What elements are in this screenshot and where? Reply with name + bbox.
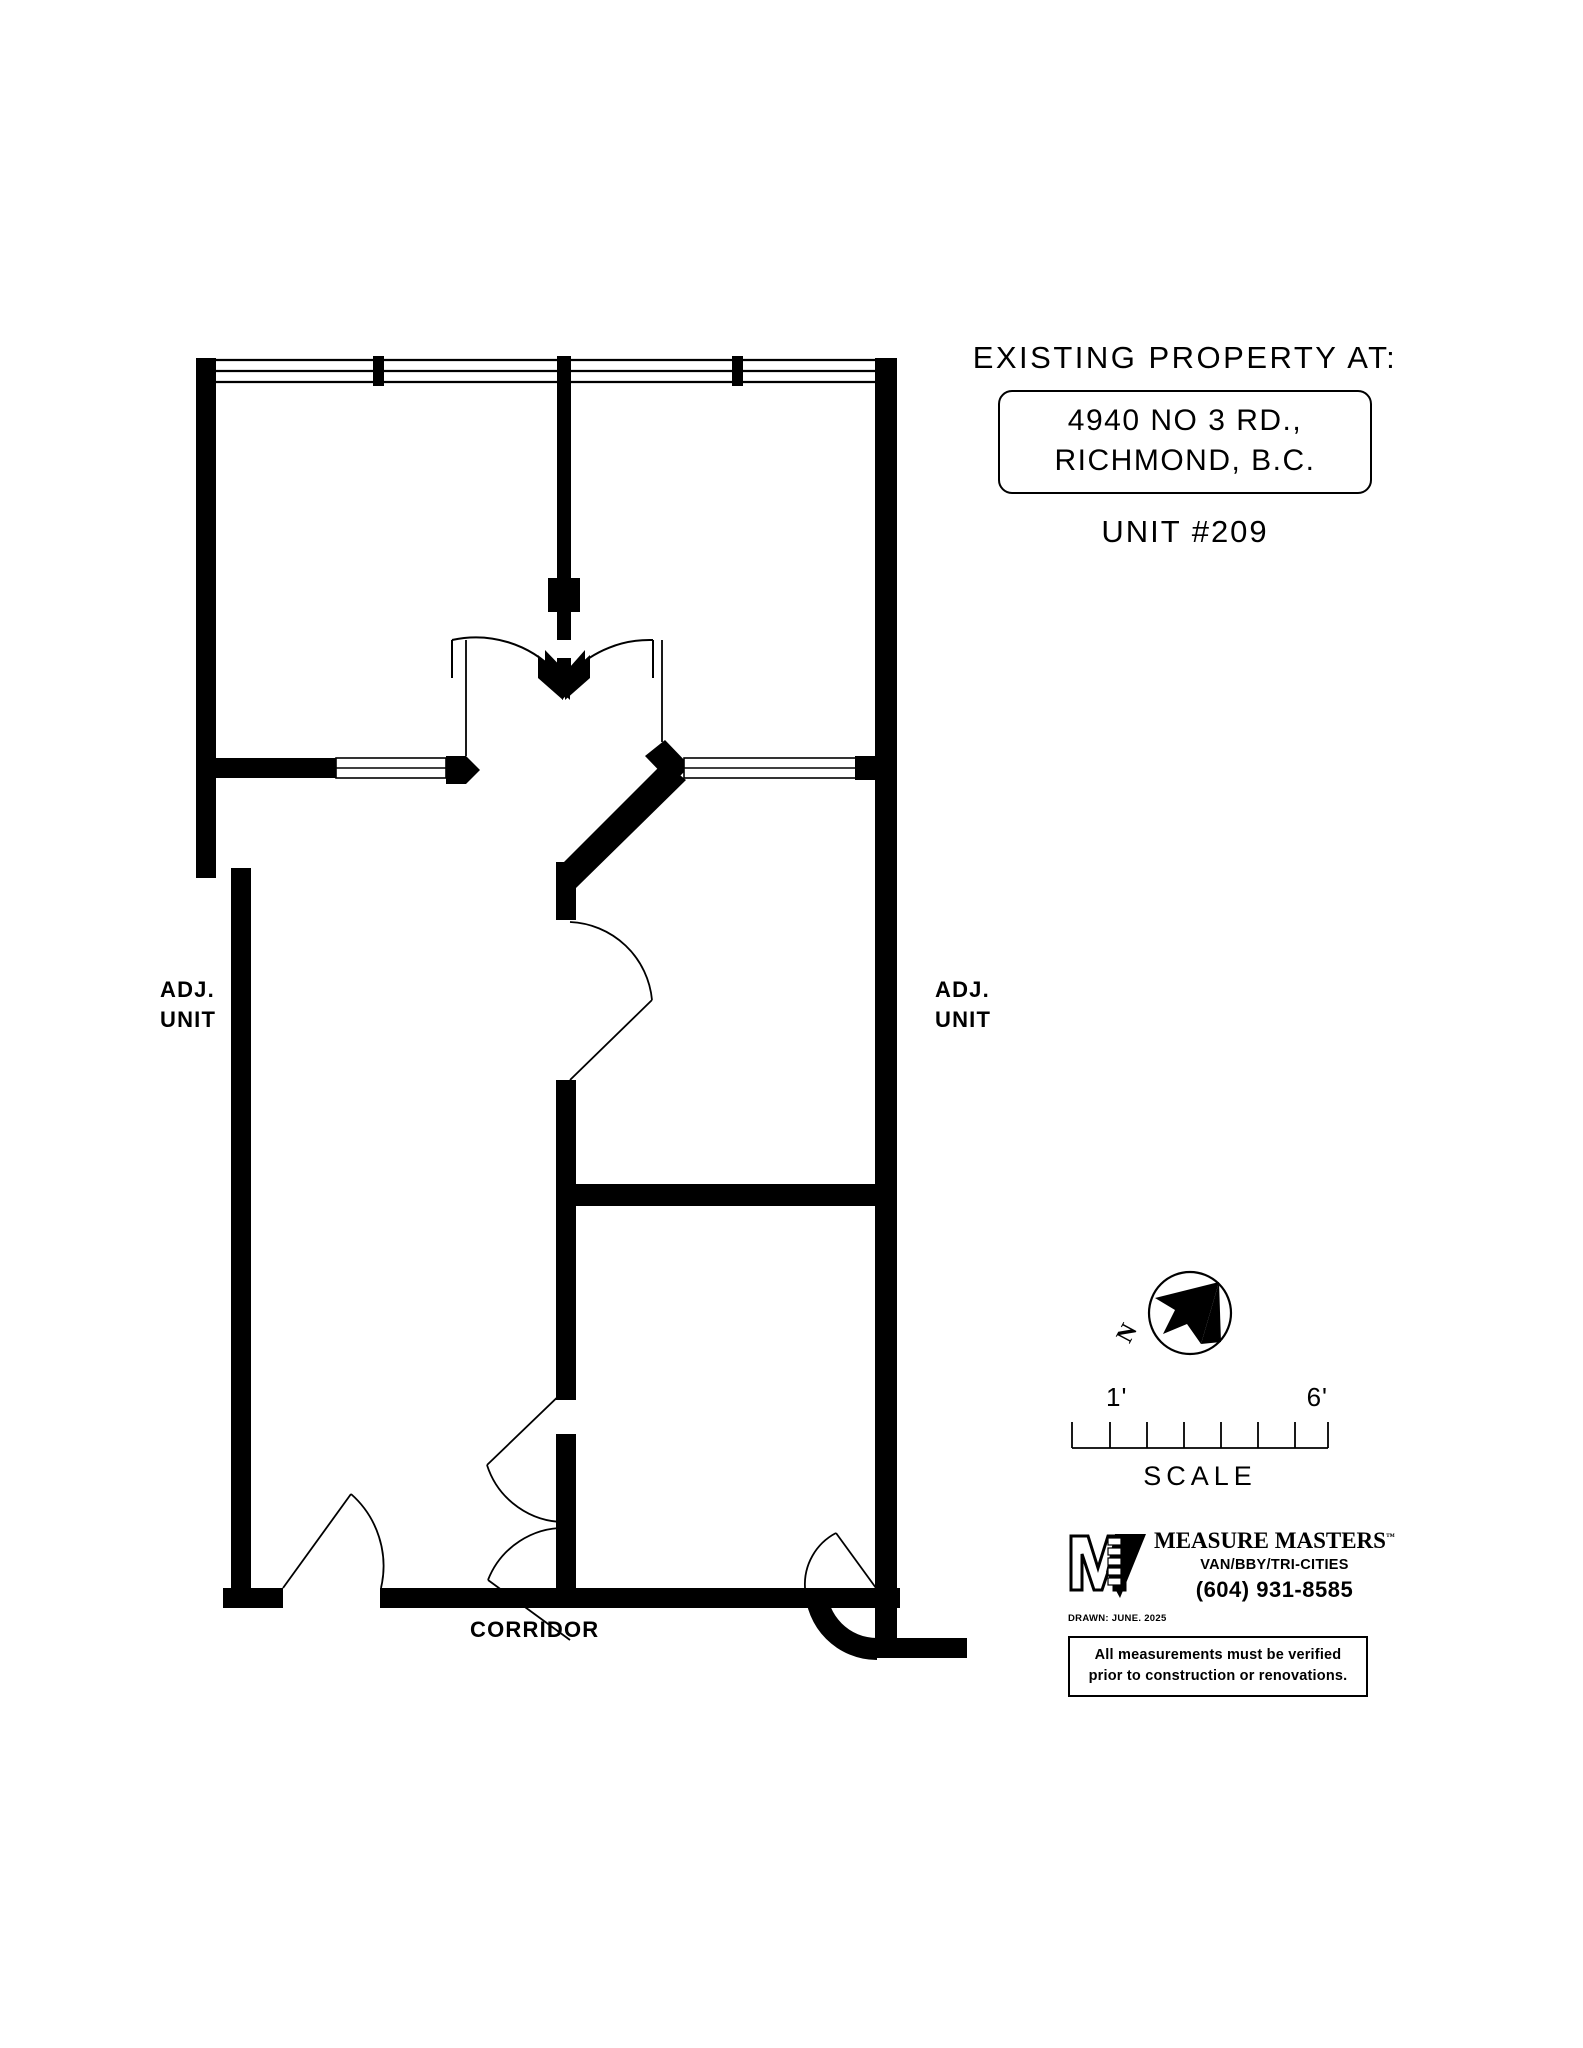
wall-left-connector [196,758,216,878]
company-name-text: MEASURE MASTERS [1154,1528,1386,1553]
double-door-swing-lower [486,1386,571,1641]
door-swing-mid [569,921,653,1081]
wall-centre-lower [556,1434,576,1608]
window-mullion [732,356,743,386]
svg-text:6: 6 [1112,1540,1116,1546]
exterior-walls [196,358,967,1658]
disclaimer-line-1: All measurements must be verified [1094,1647,1342,1663]
interior-wall-centre-lower [556,1434,576,1608]
door-jamb-upper [548,578,580,612]
corridor-door-left [282,1493,385,1589]
disclaimer-box: All measurements must be verified prior … [1068,1636,1368,1698]
company-text: MEASURE MASTERS™ VAN/BBY/TRI-CITIES (604… [1150,1528,1395,1603]
scale-bar: 1' 6' SCALE [1070,1382,1330,1492]
trademark-mark: ™ [1385,1531,1395,1542]
window-mullion [373,356,384,386]
company-name: MEASURE MASTERS™ [1154,1528,1395,1554]
adj-left-line1: ADJ. [160,977,215,1002]
mid-wall-left [196,640,480,784]
double-door-upper [451,636,654,700]
curved-entry-wall [805,1588,877,1660]
scale-label-start: 1' [1106,1382,1128,1412]
label-adj-unit-right: ADJ. UNIT [935,975,991,1034]
address-line-1: 4940 NO 3 RD., [1067,404,1303,437]
company-phone: (604) 931-8585 [1195,1577,1354,1602]
drawn-date: DRAWN: JUNE. 2025 [1068,1613,1167,1624]
wall-left-upper [196,358,216,768]
scale-labels: 1' 6' [1070,1382,1330,1416]
svg-text:3: 3 [1112,1570,1116,1576]
door-jamb-mid-left [446,756,480,784]
svg-text:5: 5 [1112,1550,1116,1556]
door-jamb-mid-right [645,740,690,784]
entry-door [804,1532,877,1660]
measure-masters-m-logo: 6 5 4 3 2 DRAWN: JUNE. 2025 [1068,1528,1167,1624]
wall-bottom-corridor [380,1588,900,1608]
diagonal-wall [556,762,686,920]
scale-label-end: 6' [1306,1382,1328,1412]
svg-text:4: 4 [1112,1560,1116,1566]
north-arrow-icon [1147,1270,1233,1356]
wall-left-lower [231,868,251,1608]
label-corridor: CORRIDOR [470,1617,600,1642]
mid-wall-right [645,640,879,784]
interior-wall-upper-centre [548,358,580,672]
address-line-2: RICHMOND, B.C. [1054,443,1316,477]
scale-ruler [1071,1422,1329,1449]
wall-upper-centre [557,358,571,578]
label-adj-unit-left: ADJ. UNIT [160,975,216,1034]
adj-right-line2: UNIT [935,1006,992,1032]
address-box: 4940 NO 3 RD., RICHMOND, B.C. [998,390,1372,495]
logo-icon: 6 5 4 3 2 [1069,1534,1146,1598]
interior-wall-centre [556,1080,896,1400]
company-block: 6 5 4 3 2 DRAWN: JUNE. 2025 MEASURE MASTER… [1068,1528,1395,1698]
title-block: EXISTING PROPERTY AT: 4940 NO 3 RD., RIC… [950,340,1420,550]
disclaimer-line-2: prior to construction or renovations. [1088,1668,1348,1685]
north-compass: N [1112,1258,1245,1368]
adj-left-line2: UNIT [160,1006,217,1032]
wall-bottom-left-stub [223,1588,283,1608]
logo-row: 6 5 4 3 2 DRAWN: JUNE. 2025 MEASURE MASTER… [1068,1528,1395,1624]
unit-number: UNIT #209 [1101,514,1269,550]
svg-text:2: 2 [1112,1580,1116,1586]
company-region: VAN/BBY/TRI-CITIES [1200,1557,1349,1573]
adj-right-line1: ADJ. [935,977,990,1002]
page-title: EXISTING PROPERTY AT: [972,340,1398,375]
scale-caption: SCALE [1143,1461,1257,1491]
wall-right [875,358,897,1608]
wall-entry-foot [875,1638,967,1658]
window-wall-top [216,356,897,390]
wall-branch-right [556,1184,896,1206]
